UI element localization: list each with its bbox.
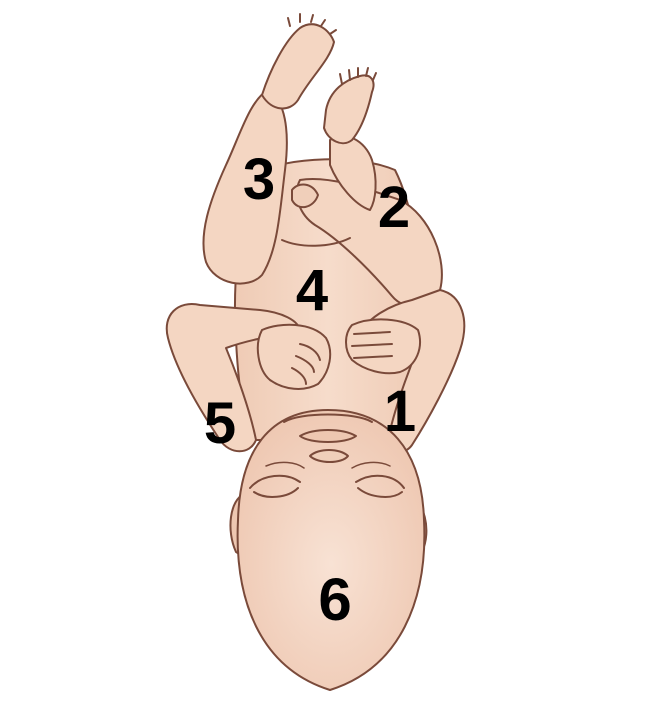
label-3: 3 <box>242 147 276 212</box>
eye-right <box>355 474 405 489</box>
label-5: 5 <box>203 391 237 456</box>
buttock-fold <box>291 183 319 209</box>
label-6: 6 <box>318 566 352 633</box>
calf-2 <box>329 135 377 211</box>
leg-3 <box>202 89 288 285</box>
chin <box>283 413 373 423</box>
foot-3 <box>261 23 335 110</box>
nose <box>309 449 349 463</box>
head <box>236 409 426 691</box>
mouth <box>299 429 357 443</box>
label-2: 2 <box>377 175 411 240</box>
foot-2 <box>323 74 375 145</box>
label-4: 4 <box>295 258 329 323</box>
eye-left <box>249 474 301 489</box>
label-1: 1 <box>383 379 417 444</box>
hand-left <box>256 323 332 390</box>
